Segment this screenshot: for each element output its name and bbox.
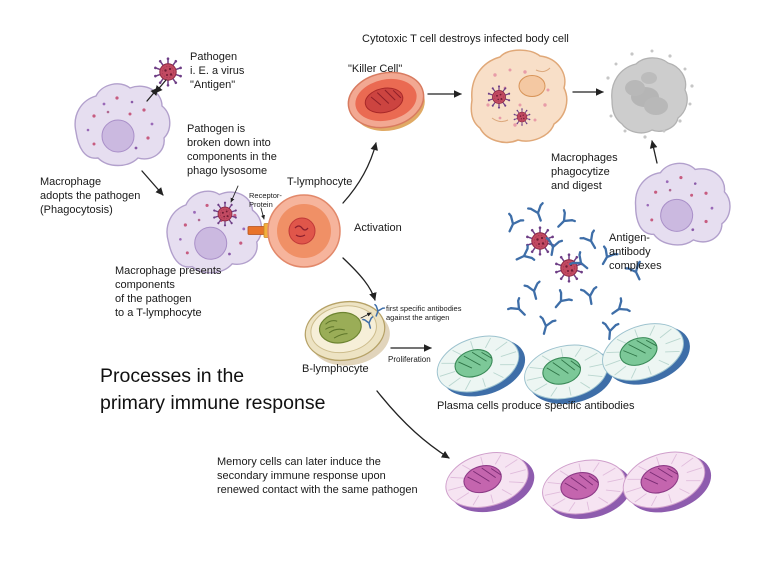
label-receptor-protein: Receptor- Protein xyxy=(249,191,282,209)
killer-cell xyxy=(347,71,425,132)
pathogen-icon xyxy=(152,56,184,88)
label-pathogen-broken-down: Pathogen is broken down into components … xyxy=(187,123,277,178)
antibody-icon xyxy=(606,297,631,322)
label-t-lymphocyte: T-lymphocyte xyxy=(287,176,353,188)
arrow-receptor-label xyxy=(260,207,265,220)
memory-cell-1 xyxy=(440,443,541,522)
diagram-title: Processes in the primary immune response xyxy=(100,365,326,415)
label-first-specific-antibodies: first specific antibodies against the an… xyxy=(386,304,462,322)
antibody-icon xyxy=(548,289,573,314)
plasma-cell-1 xyxy=(430,325,533,408)
label-antigen-antibody-complexes: Antigen- antibody complexes xyxy=(609,232,662,273)
antibody-icon xyxy=(523,280,545,302)
arrow-first-antibodies xyxy=(360,312,372,319)
antibody-icon xyxy=(507,297,532,322)
antibody-icon xyxy=(501,212,525,236)
infected-body-cell xyxy=(470,49,568,144)
label-macrophage-presents: Macrophage presents components of the pa… xyxy=(115,265,222,320)
label-b-lymphocyte: B-lymphocyte xyxy=(302,363,369,375)
antibody-icon xyxy=(551,209,576,234)
label-memory-cells: Memory cells can later induce the second… xyxy=(217,456,418,497)
label-killer-cell: "Killer Cell" xyxy=(348,63,403,75)
label-plasma-cells: Plasma cells produce specific antibodies xyxy=(437,400,635,412)
label-macrophages-phagocytize: Macrophages phagocytize and digest xyxy=(551,152,618,193)
arrow-to-presenting-macrophage xyxy=(141,170,164,196)
antibody-icon xyxy=(512,244,536,268)
arrow-macrophage-to-destroyed xyxy=(649,140,658,164)
arrow-activation-to-killer xyxy=(342,142,378,204)
arrow-breakdown-label xyxy=(230,185,239,203)
destroyed-cell xyxy=(606,49,694,139)
arrow-pathogen-to-macrophage xyxy=(154,79,167,94)
label-proliferation: Proliferation xyxy=(388,355,431,364)
label-pathogen: Pathogen i. E. a virus "Antigen" xyxy=(190,51,245,92)
macrophage-cell-1 xyxy=(74,83,171,167)
t-lymphocyte-cell xyxy=(267,194,341,268)
label-macrophage-adopts: Macrophage adopts the pathogen (Phagocyt… xyxy=(40,176,141,217)
memory-cell-2 xyxy=(538,452,637,527)
arrow-bcell-to-memory xyxy=(376,390,450,459)
antibody-icon xyxy=(579,286,601,307)
antibody-icon xyxy=(535,315,557,337)
label-activation: Activation xyxy=(354,222,402,234)
label-cytotoxic: Cytotoxic T cell destroys infected body … xyxy=(362,33,569,45)
b-lymphocyte-cell xyxy=(304,300,390,366)
antibody-icon xyxy=(527,202,550,225)
arrow-activation-to-bcell xyxy=(342,257,377,301)
antibody-icon xyxy=(579,229,603,253)
memory-cell-3 xyxy=(616,441,719,524)
plasma-cell-3 xyxy=(595,311,698,396)
